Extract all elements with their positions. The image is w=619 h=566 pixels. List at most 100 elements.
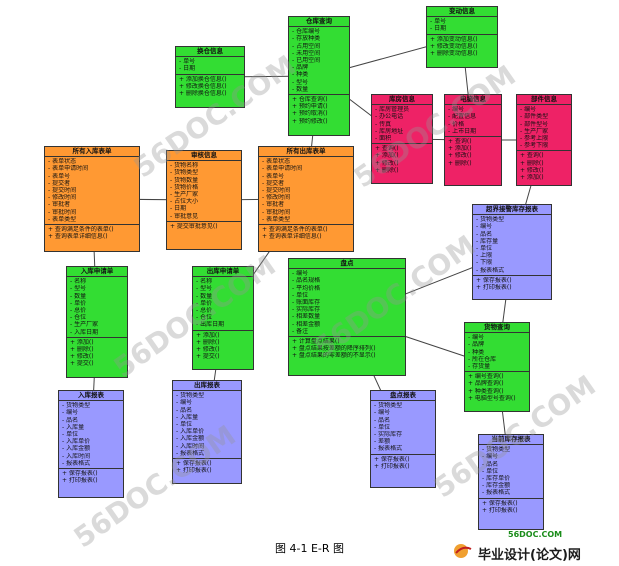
operation-item: + 添加() (375, 152, 399, 160)
operation-item: + 修改() (375, 159, 399, 167)
operation-item: + 修改() (520, 166, 544, 174)
attribute-item: - 货物类型 (482, 446, 511, 454)
entity-title: 变动信息 (427, 7, 497, 18)
entity-outbound-request: 出库申请单- 名称- 型号- 数量- 单价- 总价- 仓位- 出库日期+ 添加(… (192, 266, 254, 370)
attribute-item: - 提交时间 (48, 187, 77, 195)
brand-watermark: 毕业设计(论文)网 (478, 548, 581, 563)
operation-item: + 保存报表() (374, 455, 410, 463)
attribute-item: - 型号 (292, 78, 309, 86)
entity-title: 电脑信息 (445, 95, 501, 106)
entity-transfer-info: 换仓信息- 单号- 日期+ 添加换仓信息()+ 修改换仓信息()+ 删除换仓信息… (175, 46, 245, 108)
attribute-item: - 库房地址 (375, 127, 404, 135)
operation-item: + 种类查询() (468, 387, 504, 395)
attribute-item: - 备注 (292, 327, 309, 335)
entity-title: 出库申请单 (193, 267, 253, 278)
attribute-item: - 单价 (70, 299, 87, 307)
attribute-item: - 品名 (62, 416, 79, 424)
attribute-item: - 表单类型 (48, 215, 77, 223)
attribute-item: - 表单号 (48, 172, 71, 180)
attribute-list: - 单号- 日期 (427, 17, 497, 35)
attribute-list: - 名称- 型号- 数量- 单价- 总价- 仓位- 生产厂家- 入库日期 (67, 277, 127, 338)
entity-review-info: 审核信息- 货物名称- 货物类型- 货物数量- 货物价格- 生产厂家- 占位大小… (166, 150, 242, 250)
attribute-list: - 仓库编号- 存放种类- 占用空间- 未用空间- 已用空间- 品牌- 种类- … (289, 27, 349, 96)
attribute-item: - 货物类型 (374, 402, 403, 410)
attribute-item: - 出库日期 (196, 321, 225, 329)
operation-list: + 查询满足条件的表单()+ 查询表单详细信息() (259, 225, 353, 241)
attribute-item: - 货物价格 (170, 183, 199, 191)
operation-item: + 查询表单详细信息() (262, 233, 322, 241)
entity-title: 入库报表 (59, 391, 123, 402)
entity-title: 入库申请单 (67, 267, 127, 278)
attribute-item: - 账面库存 (292, 299, 321, 307)
attribute-item: - 生产厂家 (170, 191, 199, 199)
attribute-item: - 单位 (482, 467, 499, 475)
attribute-item: - 编号 (468, 334, 485, 342)
operation-item: + 保存报表() (482, 499, 518, 507)
entity-title: 所有入库表单 (45, 147, 139, 158)
brand-logo-icon (454, 544, 472, 558)
attribute-item: - 下限 (476, 259, 493, 267)
operation-item: + 提交() (70, 360, 94, 368)
attribute-item: - 货物类型 (176, 392, 205, 400)
attribute-item: - 平均价格 (292, 284, 321, 292)
entity-title: 出库报表 (173, 381, 241, 392)
attribute-item: - 入库时间 (176, 442, 205, 450)
attribute-item: - 相差数量 (292, 313, 321, 321)
operation-item: + 添加() (70, 338, 94, 346)
operation-list: + 查询满足条件的表单()+ 查询表单详细信息() (45, 225, 139, 241)
attribute-item: - 实际库存 (374, 431, 403, 439)
operation-item: + 添加() (520, 174, 544, 182)
operation-item: + 查询满足条件的表单() (48, 226, 114, 234)
attribute-item: - 单号 (179, 58, 196, 66)
attribute-item: - 总价 (70, 307, 87, 315)
entity-title: 超界接警库存报表 (473, 205, 551, 216)
operation-item: + 查询表单详细信息() (48, 233, 108, 241)
operation-item: + 计算盘点结果() (292, 338, 340, 346)
attribute-item: - 编号 (448, 106, 465, 114)
attribute-item: - 入库单价 (62, 438, 91, 446)
attribute-item: - 存放种类 (292, 35, 321, 43)
operation-list: + 仓库查询()+ 预约申请()+ 预约取消()+ 预约修改() (289, 95, 349, 126)
attribute-item: - 报表格式 (374, 445, 403, 453)
attribute-item: - 单位 (476, 245, 493, 253)
attribute-item: - 单位 (176, 421, 193, 429)
operation-list: + 添加()+ 删除()+ 修改()+ 提交() (193, 331, 253, 362)
attribute-item: - 库房管理员 (375, 106, 410, 114)
operation-list: + 计算盘点结果()+ 盘点结果按差额的降序排列()+ 盘点结果的零差额的不显示… (289, 337, 405, 361)
operation-list: + 保存报表()+ 打印报表() (479, 499, 543, 515)
attribute-list: - 货物类型- 编号- 品名- 单位- 库存单价- 库存金额- 报表格式 (479, 445, 543, 499)
operation-item: + 查询() (375, 145, 399, 153)
attribute-item: - 单价 (196, 299, 213, 307)
entity-goods-query: 货物查询- 编号- 品牌- 种类- 所在仓库- 存货量+ 编号查询()+ 品牌查… (464, 322, 530, 412)
operation-item: + 盘点结果按差额的降序排列() (292, 345, 376, 353)
operation-item: + 保存报表() (176, 460, 212, 468)
attribute-item: - 编号 (482, 453, 499, 461)
attribute-item: - 名称 (70, 278, 87, 286)
attribute-item: - 仓库编号 (292, 28, 321, 36)
operation-item: + 修改() (70, 353, 94, 361)
attribute-item: - 日期 (430, 25, 447, 33)
entity-stocktake-report: 盘点报表- 货物类型- 编号- 品名- 单位- 实际库存- 差额- 报表格式+ … (370, 390, 436, 488)
entity-warehouse-info: 库房信息- 库房管理员- 办公电话- 传真- 库房地址- 面积+ 查询()+ 添… (371, 94, 433, 184)
attribute-item: - 表单申请时间 (262, 165, 303, 173)
attribute-list: - 编号- 部件类型- 部件型号- 生产厂家- 参考上限- 参考下限 (517, 105, 571, 152)
attribute-item: - 面积 (375, 135, 392, 143)
attribute-item: - 部件型号 (520, 120, 549, 128)
attribute-item: - 价格 (448, 120, 465, 128)
operation-item: + 打印报表() (476, 284, 512, 292)
operation-item: + 提交审批意见() (170, 222, 218, 230)
attribute-item: - 所在仓库 (468, 355, 497, 363)
attribute-item: - 仓位 (70, 314, 87, 322)
attribute-item: - 入库金额 (62, 445, 91, 453)
attribute-item: - 表单状态 (48, 158, 77, 166)
operation-item: + 修改变动信息() (430, 42, 478, 50)
corner-site-watermark: 56DOC.COM (508, 530, 563, 539)
attribute-item: - 审批时间 (48, 208, 77, 216)
attribute-item: - 品名 (476, 230, 493, 238)
attribute-list: - 货物类型- 编号- 品名- 库存量- 单位- 上限- 下限- 报表格式 (473, 215, 551, 276)
operation-list: + 添加()+ 删除()+ 修改()+ 提交() (67, 338, 127, 369)
operation-list: + 保存报表()+ 打印报表() (371, 455, 435, 471)
operation-item: + 修改() (448, 152, 472, 160)
attribute-item: - 入库量 (176, 413, 199, 421)
